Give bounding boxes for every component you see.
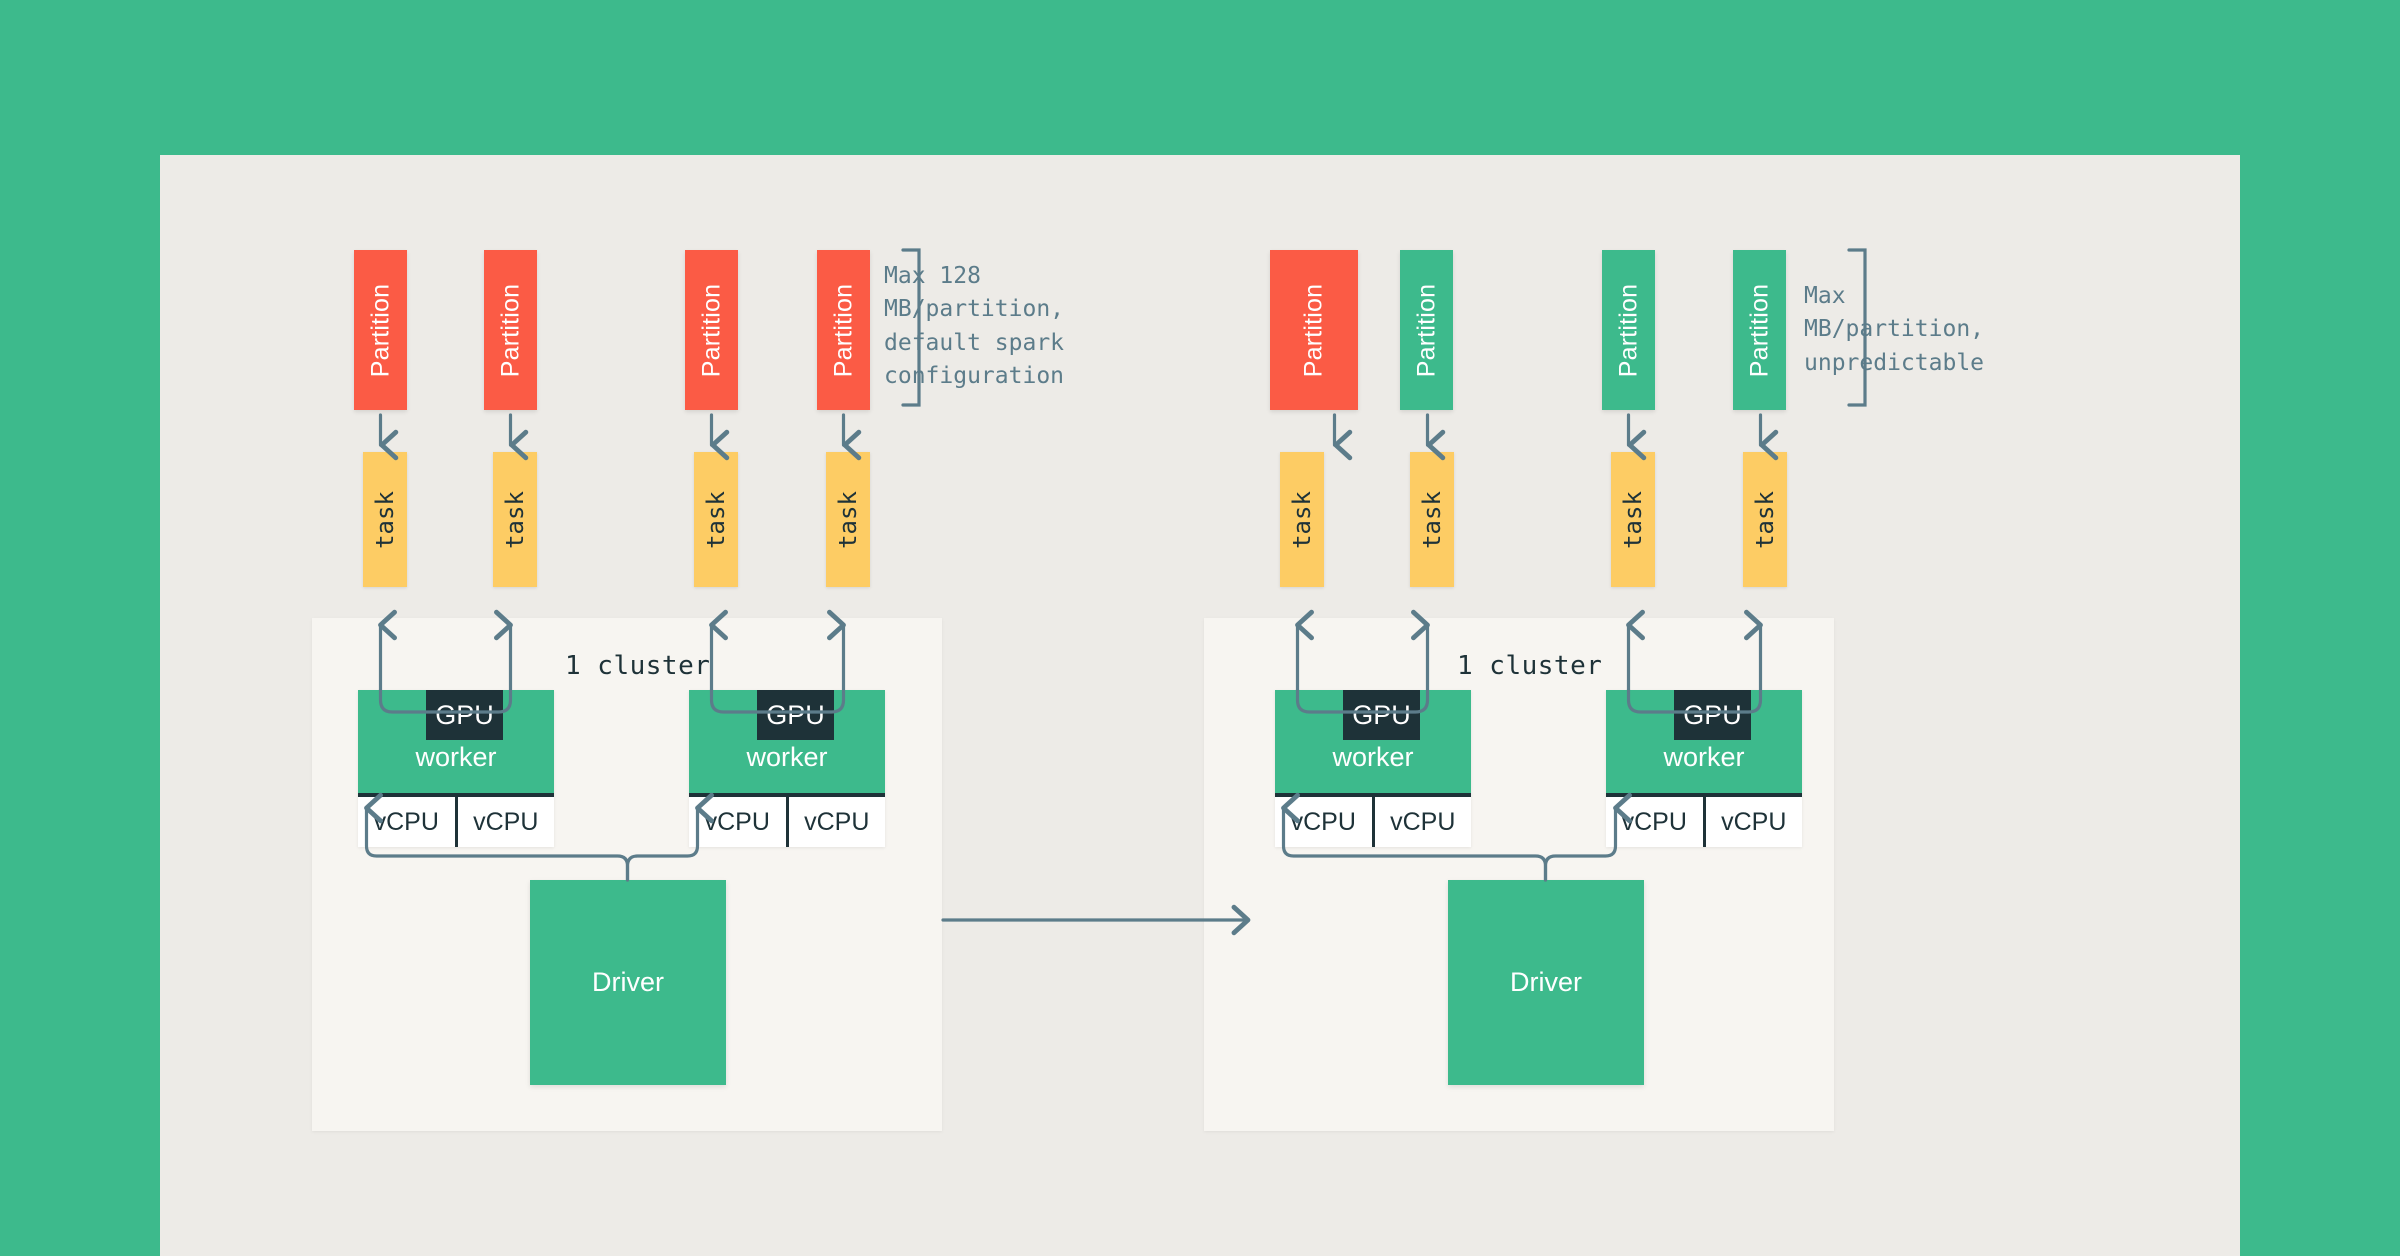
task-label: task — [1288, 490, 1317, 549]
task-box[interactable]: task — [1410, 452, 1454, 587]
worker-label: worker — [415, 742, 497, 772]
gpu-badge[interactable]: GPU — [757, 690, 834, 740]
task-label: task — [702, 490, 731, 549]
partition-label: Partition — [1745, 283, 1774, 377]
partition-label: Partition — [366, 283, 395, 377]
gpu-badge[interactable]: GPU — [426, 690, 503, 740]
driver-label: Driver — [592, 967, 664, 997]
task-box[interactable]: task — [1280, 452, 1324, 587]
vcpu-row: vCPU vCPU — [358, 797, 554, 847]
gpu-badge[interactable]: GPU — [1343, 690, 1420, 740]
partition-label: Partition — [697, 283, 726, 377]
vcpu-cell[interactable]: vCPU — [704, 807, 770, 836]
partition-label: Partition — [1299, 283, 1328, 377]
annotation-left: Max 128 MB/partition, default spark conf… — [884, 263, 1065, 390]
partition-box[interactable]: Partition — [817, 250, 870, 410]
partition-box[interactable]: Partition — [1602, 250, 1655, 410]
task-box[interactable]: task — [1743, 452, 1787, 587]
task-label: task — [1751, 490, 1780, 549]
partition-box[interactable]: Partition — [484, 250, 537, 410]
partition-box[interactable]: Partition — [1270, 250, 1358, 410]
task-box[interactable]: task — [694, 452, 738, 587]
partition-box[interactable]: Partition — [354, 250, 407, 410]
task-label: task — [1418, 490, 1447, 549]
task-label: task — [1619, 490, 1648, 549]
task-box[interactable]: task — [826, 452, 870, 587]
worker-label: worker — [1332, 742, 1414, 772]
vcpu-cell[interactable]: vCPU — [1702, 797, 1803, 847]
gpu-label: GPU — [435, 699, 494, 730]
partition-box[interactable]: Partition — [685, 250, 738, 410]
worker-label: worker — [746, 742, 828, 772]
task-box[interactable]: task — [493, 452, 537, 587]
vcpu-cell[interactable]: vCPU — [1621, 807, 1687, 836]
vcpu-row: vCPU vCPU — [1606, 797, 1802, 847]
vcpu-cell[interactable]: vCPU — [454, 797, 555, 847]
cluster-label-left: 1 cluster — [565, 651, 711, 681]
gpu-badge[interactable]: GPU — [1674, 690, 1751, 740]
partition-label: Partition — [1412, 283, 1441, 377]
partition-label: Partition — [496, 283, 525, 377]
gpu-label: GPU — [1683, 699, 1742, 730]
worker-box[interactable]: GPU worker — [689, 690, 885, 797]
vcpu-cell[interactable]: vCPU — [1371, 797, 1472, 847]
partition-box[interactable]: Partition — [1400, 250, 1453, 410]
vcpu-cell[interactable]: vCPU — [1290, 807, 1356, 836]
vcpu-cell[interactable]: vCPU — [373, 807, 439, 836]
driver-label: Driver — [1510, 967, 1582, 997]
partition-box[interactable]: Partition — [1733, 250, 1786, 410]
gpu-label: GPU — [766, 699, 825, 730]
worker-label: worker — [1663, 742, 1745, 772]
worker-box[interactable]: GPU worker — [1275, 690, 1471, 797]
driver-box[interactable]: Driver — [1448, 880, 1644, 1085]
diagram-canvas: 1 cluster Partition Partition Partition … — [160, 155, 2240, 1256]
cluster-label-right: 1 cluster — [1457, 651, 1603, 681]
task-box[interactable]: task — [1611, 452, 1655, 587]
gpu-label: GPU — [1352, 699, 1411, 730]
vcpu-row: vCPU vCPU — [1275, 797, 1471, 847]
vcpu-cell[interactable]: vCPU — [785, 797, 886, 847]
task-label: task — [501, 490, 530, 549]
driver-box[interactable]: Driver — [530, 880, 726, 1085]
task-label: task — [371, 490, 400, 549]
partition-label: Partition — [1614, 283, 1643, 377]
partition-label: Partition — [829, 283, 858, 377]
worker-box[interactable]: GPU worker — [358, 690, 554, 797]
task-label: task — [834, 490, 863, 549]
task-box[interactable]: task — [363, 452, 407, 587]
vcpu-row: vCPU vCPU — [689, 797, 885, 847]
annotation-right: Max MB/partition, unpredictable — [1804, 283, 1985, 376]
worker-box[interactable]: GPU worker — [1606, 690, 1802, 797]
